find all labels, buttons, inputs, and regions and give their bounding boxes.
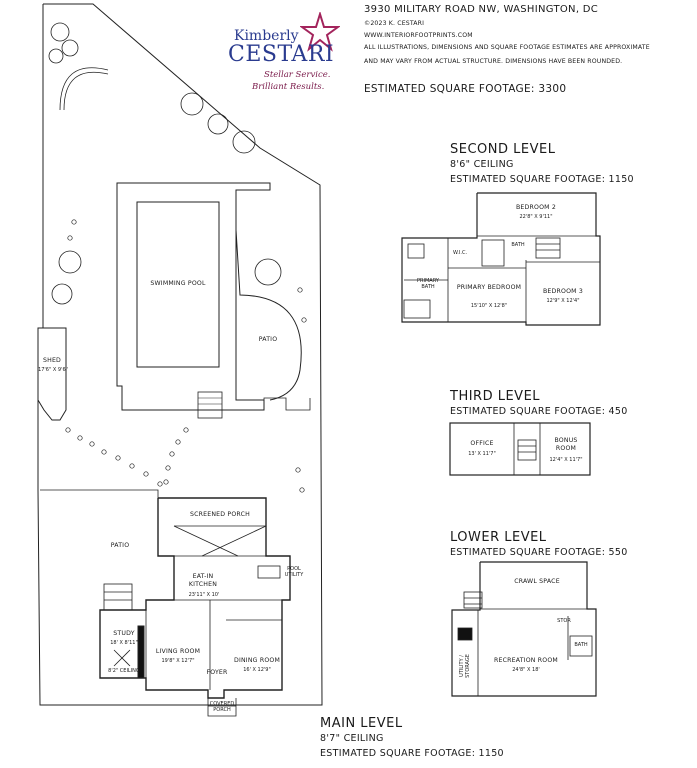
third-level-title: THIRD LEVEL bbox=[450, 389, 541, 404]
logo-name-top: Kimberly bbox=[234, 28, 299, 44]
third-level-plan bbox=[449, 422, 591, 476]
primary-bedroom-label: PRIMARY BEDROOM bbox=[456, 284, 522, 291]
patio-right-label: PATIO bbox=[258, 336, 278, 343]
bedroom-3-dimensions: 12'9" X 12'4" bbox=[546, 298, 580, 304]
foyer-label: FOYER bbox=[206, 669, 228, 676]
office-dimensions: 13' X 11'7" bbox=[468, 451, 496, 457]
study-label: STUDY bbox=[113, 630, 135, 637]
shed-label: SHED bbox=[42, 357, 62, 364]
wic-label: W.I.C. bbox=[452, 250, 468, 256]
main-level-sqft: ESTIMATED SQUARE FOOTAGE: 1150 bbox=[320, 748, 504, 759]
second-bath-label: BATH bbox=[511, 242, 525, 248]
living-room-dimensions: 19'8" X 12'7" bbox=[161, 658, 195, 664]
total-square-footage: ESTIMATED SQUARE FOOTAGE: 3300 bbox=[364, 83, 567, 95]
lower-level-plan bbox=[451, 561, 597, 697]
bedroom-2-label: BEDROOM 2 bbox=[515, 204, 556, 211]
patio-left-label: PATIO bbox=[110, 542, 130, 549]
office-label: OFFICE bbox=[470, 440, 494, 447]
bright-mls-watermark: bright MLS bbox=[10, 730, 130, 762]
disclaimer-line-1: ALL ILLUSTRATIONS, DIMENSIONS AND SQUARE… bbox=[364, 44, 650, 51]
dining-room-dimensions: 16' X 12'9" bbox=[243, 667, 271, 673]
recreation-room-dimensions: 24'8" X 18' bbox=[512, 667, 540, 673]
website-text: WWW.INTERIORFOOTPRINTS.COM bbox=[364, 32, 473, 39]
main-level-title: MAIN LEVEL bbox=[320, 716, 403, 731]
utility-storage-label: UTILITY / STORAGE bbox=[459, 654, 471, 678]
logo-tagline-2: Brilliant Results. bbox=[252, 82, 325, 92]
covered-porch-label: COVERED PORCH bbox=[209, 701, 235, 713]
primary-bedroom-dimensions: 15'10" X 12'8" bbox=[470, 303, 508, 309]
study-ceiling: 8'2" CEILING bbox=[108, 668, 140, 674]
recreation-room-label: RECREATION ROOM bbox=[494, 657, 558, 664]
kitchen-dimensions: 23'11" X 10' bbox=[188, 592, 220, 598]
screened-porch-label: SCREENED PORCH bbox=[189, 511, 250, 518]
main-level-ceiling: 8'7" CEILING bbox=[320, 733, 384, 744]
bonus-room-dimensions: 12'4" X 11'7" bbox=[549, 457, 583, 463]
kitchen-label: EAT-IN KITCHEN bbox=[188, 573, 218, 588]
mls-logo-text: MLS bbox=[92, 735, 130, 756]
logo-name-main: CESTARI bbox=[228, 42, 335, 67]
lower-stor-label: STOR bbox=[557, 618, 571, 624]
primary-bath-label: PRIMARY BATH bbox=[417, 278, 439, 290]
copyright-text: ©2023 K. CESTARI bbox=[364, 20, 425, 27]
stepping-stones bbox=[65, 219, 307, 493]
bonus-room-label: BONUS ROOM bbox=[554, 437, 578, 452]
lower-level-title: LOWER LEVEL bbox=[450, 530, 547, 545]
main-house bbox=[99, 497, 291, 699]
bright-logo-text: bright bbox=[10, 730, 81, 761]
address-header: 3930 MILITARY ROAD NW, WASHINGTON, DC bbox=[364, 4, 599, 15]
star-icon bbox=[300, 12, 340, 52]
swimming-pool bbox=[136, 201, 220, 368]
lower-bath-label: BATH bbox=[574, 642, 588, 648]
second-level-ceiling: 8'6" CEILING bbox=[450, 159, 514, 170]
shed bbox=[37, 327, 67, 421]
dining-room-label: DINING ROOM bbox=[233, 657, 280, 664]
bedroom-3-label: BEDROOM 3 bbox=[542, 288, 583, 295]
lower-level-sqft: ESTIMATED SQUARE FOOTAGE: 550 bbox=[450, 547, 628, 558]
agent-logo: Kimberly CESTARI Stellar Service. Brilli… bbox=[228, 12, 348, 98]
pool-deck bbox=[116, 182, 271, 411]
living-room-label: LIVING ROOM bbox=[155, 648, 201, 655]
study-dimensions: 18' X 8'11" bbox=[110, 640, 138, 646]
third-level-sqft: ESTIMATED SQUARE FOOTAGE: 450 bbox=[450, 406, 628, 417]
shed-dimensions: 17'6" X 9'6" bbox=[38, 367, 68, 373]
second-level-title: SECOND LEVEL bbox=[450, 142, 556, 157]
bedroom-2-dimensions: 22'8" X 9'11" bbox=[519, 214, 553, 220]
second-level-sqft: ESTIMATED SQUARE FOOTAGE: 1150 bbox=[450, 174, 634, 185]
tree-cluster bbox=[48, 22, 282, 305]
bright-mls-dot-icon bbox=[83, 743, 90, 749]
patio-curve bbox=[235, 229, 302, 401]
logo-tagline-1: Stellar Service. bbox=[264, 70, 331, 80]
disclaimer-line-2: AND MAY VARY FROM ACTUAL STRUCTURE. DIME… bbox=[364, 58, 623, 65]
swimming-pool-label: SWIMMING POOL bbox=[150, 280, 206, 287]
pool-utility-label: POOL UTILITY bbox=[284, 566, 304, 578]
crawl-space-label: CRAWL SPACE bbox=[514, 578, 560, 585]
